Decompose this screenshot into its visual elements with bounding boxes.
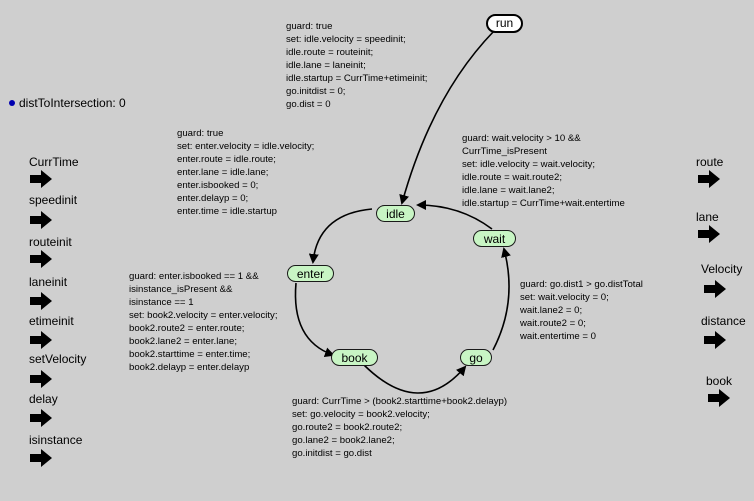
transition-label-line: set: idle.velocity = speedinit; [286, 34, 406, 45]
state-book[interactable]: book [331, 349, 378, 366]
transition-label-line: go.lane2 = book2.lane2; [292, 435, 395, 446]
input-port-arrow-icon [30, 211, 52, 229]
input-port-label: isinstance [29, 433, 83, 447]
output-port-arrow-icon [704, 280, 726, 298]
transition-label-line: set: go.velocity = book2.velocity; [292, 409, 430, 420]
input-port-arrow-icon [30, 409, 52, 427]
input-port-arrow-icon [30, 370, 52, 388]
transition-label-line: set: idle.velocity = wait.velocity; [462, 159, 596, 170]
transition-enter-book[interactable] [294, 282, 335, 358]
output-port-arrow-icon [704, 331, 726, 349]
input-port-label: etimeinit [29, 314, 74, 328]
transition-label-run-idle: guard: true set: idle.velocity = speedini… [286, 20, 427, 111]
output-port-label: distance [701, 314, 746, 328]
transition-label-line: isinstance == 1 [129, 297, 194, 308]
transition-wait-idle[interactable] [416, 200, 493, 230]
variable-dist-to-intersection[interactable]: distToIntersection: 0 [19, 96, 126, 110]
transition-label-line: wait.lane2 = 0; [520, 305, 583, 316]
transition-label-line: enter.route = idle.route; [177, 154, 276, 165]
transition-label-line: set: book2.velocity = enter.velocity; [129, 310, 278, 321]
transition-label-line: go.route2 = book2.route2; [292, 422, 403, 433]
transition-label-wait-idle: guard: wait.velocity > 10 && CurrTime_isP… [462, 132, 625, 210]
transition-label-line: idle.route = routeinit; [286, 47, 374, 58]
transition-label-line: go.initdist = 0; [286, 86, 346, 97]
transition-label-line: idle.startup = CurrTime+etimeinit; [286, 73, 428, 84]
transition-label-line: guard: enter.isbooked == 1 && [129, 271, 259, 282]
transition-label-line: guard: wait.velocity > 10 && [462, 133, 581, 144]
input-port-label: speedinit [29, 193, 78, 207]
state-go[interactable]: go [460, 349, 492, 366]
input-port-arrow-icon [30, 170, 52, 188]
transition-label-line: enter.lane = idle.lane; [177, 167, 269, 178]
transition-label-enter-book: guard: enter.isbooked == 1 && isinstance_… [129, 270, 278, 374]
input-port-arrow-icon [30, 292, 52, 310]
transition-label-line: enter.time = idle.startup [177, 206, 277, 217]
transition-label-book-go: guard: CurrTime > (book2.starttime+book2… [292, 395, 507, 460]
output-port-arrow-icon [708, 389, 730, 407]
input-port-arrow-icon [30, 331, 52, 349]
transition-label-go-wait: guard: go.dist1 > go.distTotal set: wait.… [520, 278, 643, 343]
output-port-label: Velocity [701, 262, 743, 276]
transition-idle-enter[interactable] [308, 208, 373, 264]
transition-label-line: set: enter.velocity = idle.velocity; [177, 141, 315, 152]
output-port-label: book [706, 374, 733, 388]
transition-go-wait[interactable] [492, 247, 511, 351]
bullet-dot-icon [9, 100, 15, 106]
transition-label-line: CurrTime_isPresent [462, 146, 547, 157]
transition-label-line: idle.lane = laneinit; [286, 60, 366, 71]
output-port-arrow-icon [698, 225, 720, 243]
transition-label-idle-enter: guard: true set: enter.velocity = idle.ve… [177, 127, 314, 218]
input-port-arrow-icon [30, 449, 52, 467]
transition-label-line: enter.isbooked = 0; [177, 180, 259, 191]
state-enter[interactable]: enter [287, 265, 334, 282]
transition-label-line: guard: true [286, 21, 333, 32]
transition-label-line: go.initdist = go.dist [292, 448, 372, 459]
transition-label-line: book2.lane2 = enter.lane; [129, 336, 238, 347]
transition-run-idle[interactable] [399, 30, 495, 205]
output-port-arrow-icon [698, 170, 720, 188]
input-port-label: laneinit [29, 275, 68, 289]
transition-label-line: book2.delayp = enter.delayp [129, 362, 250, 373]
transition-label-line: guard: true [177, 128, 224, 139]
transition-label-line: isinstance_isPresent && [129, 284, 233, 295]
transition-label-line: wait.route2 = 0; [520, 318, 586, 329]
transition-label-line: wait.entertime = 0 [520, 331, 596, 342]
input-port-label: delay [29, 392, 58, 406]
output-port-label: route [696, 155, 724, 169]
transition-label-line: guard: go.dist1 > go.distTotal [520, 279, 643, 290]
transition-label-line: guard: CurrTime > (book2.starttime+book2… [292, 396, 508, 407]
transition-label-line: go.dist = 0 [286, 99, 331, 110]
state-wait[interactable]: wait [473, 230, 516, 247]
state-run[interactable]: run [486, 14, 523, 33]
transition-label-line: idle.startup = CurrTime+wait.entertime [462, 198, 625, 209]
state-idle[interactable]: idle [376, 205, 415, 222]
transition-book-go[interactable] [363, 364, 467, 394]
input-port-label: routeinit [29, 235, 72, 249]
input-port-label: setVelocity [29, 352, 87, 366]
transition-label-line: book2.starttime = enter.time; [129, 349, 251, 360]
transition-label-line: book2.route2 = enter.route; [129, 323, 245, 334]
output-port-label: lane [696, 210, 719, 224]
transition-label-line: enter.delayp = 0; [177, 193, 249, 204]
transition-label-line: idle.route = wait.route2; [462, 172, 562, 183]
transition-label-line: idle.lane = wait.lane2; [462, 185, 555, 196]
transition-label-line: set: wait.velocity = 0; [520, 292, 609, 303]
input-port-arrow-icon [30, 250, 52, 268]
input-port-label: CurrTime [29, 155, 79, 169]
